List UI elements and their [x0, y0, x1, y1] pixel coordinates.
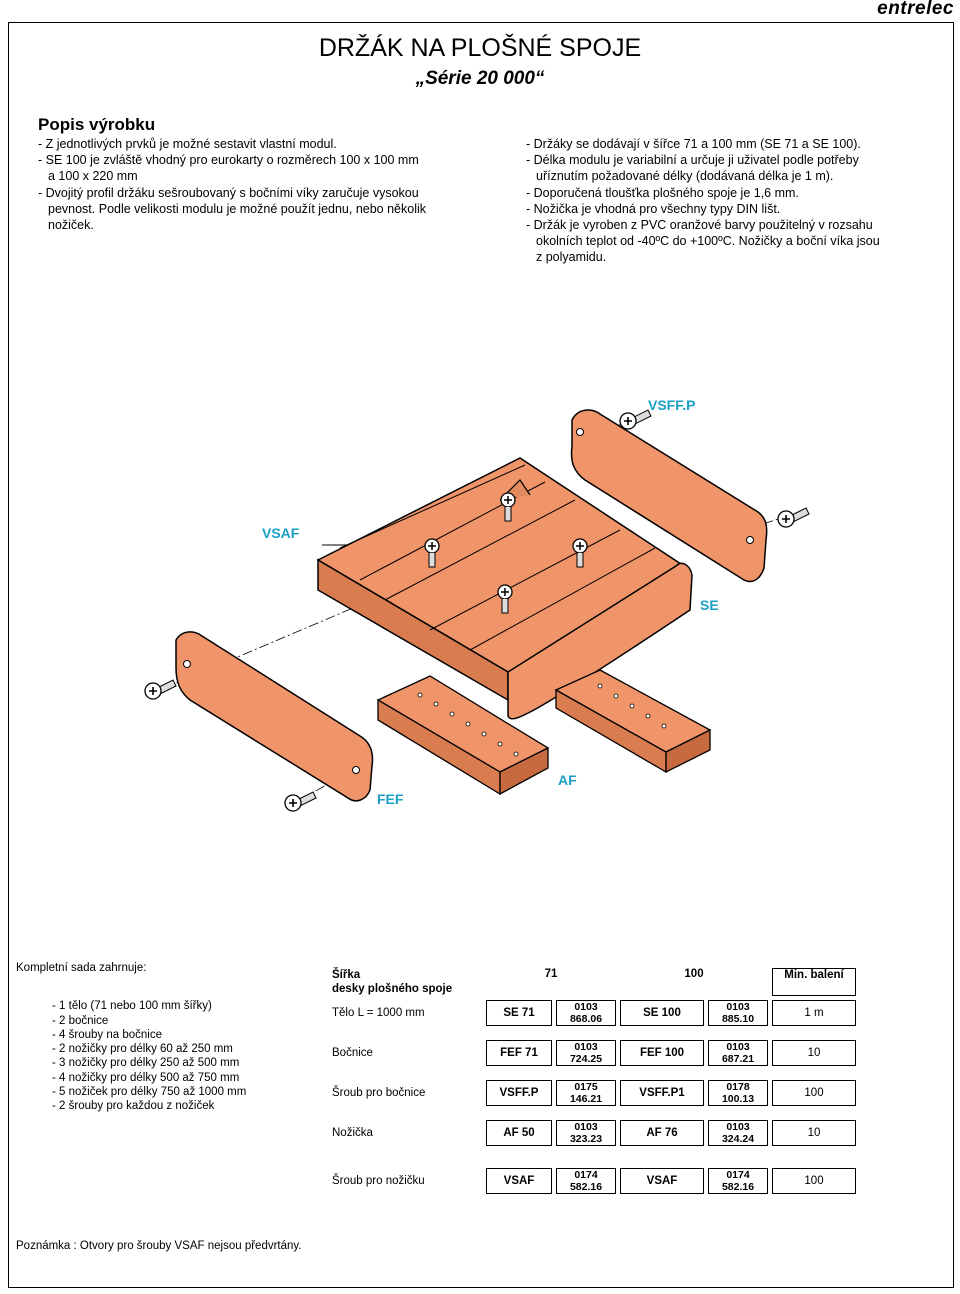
label-se: SE — [700, 597, 719, 613]
code-71: AF 50 — [486, 1120, 552, 1146]
order-number-100: 0103 885.10 — [708, 1000, 768, 1026]
end-plate-back — [570, 409, 768, 583]
desc-left-line: nožiček. — [48, 218, 94, 233]
table-row: Bočnice FEF 71 0103 724.25 FEF 100 0103 … — [332, 1040, 856, 1066]
label-vsffp: VSFF.P — [648, 397, 695, 413]
label-fef: FEF — [377, 791, 404, 807]
table-row: Nožička AF 50 0103 323.23 AF 76 0103 324… — [332, 1120, 856, 1146]
assembly-diagram: VSFF.P VSAF SE AF FEF — [144, 397, 810, 812]
min-pack: 10 — [772, 1120, 856, 1146]
screw-icon — [284, 791, 317, 812]
min-pack: 10 — [772, 1040, 856, 1066]
screw-icon — [619, 409, 652, 430]
code-100: VSAF — [620, 1168, 704, 1194]
order-number-71: 0174 582.16 — [556, 1168, 616, 1194]
kit-item: 5 nožiček pro délky 750 až 1000 mm — [52, 1085, 246, 1099]
end-plate-fef — [175, 631, 374, 802]
footnote: Poznámka : Otvory pro šrouby VSAF nejsou… — [16, 1240, 302, 1252]
order-number-100: 0174 582.16 — [708, 1168, 768, 1194]
code-71: VSAF — [486, 1168, 552, 1194]
order-number-100: 0103 324.24 — [708, 1120, 768, 1146]
code-71: SE 71 — [486, 1000, 552, 1026]
code-100: AF 76 — [620, 1120, 704, 1146]
code-71: VSFF.P — [486, 1080, 552, 1106]
desc-right-line: uříznutím požadované délky (dodávaná dél… — [536, 169, 834, 184]
foot-holes — [417, 683, 667, 757]
description-heading: Popis výrobku — [38, 115, 156, 134]
kit-item: 3 nožičky pro délky 250 až 500 mm — [52, 1056, 246, 1070]
kit-list: 1 tělo (71 nebo 100 mm šířky) 2 bočnice … — [52, 999, 246, 1113]
min-pack: 1 m — [772, 1000, 856, 1026]
kit-item: 1 tělo (71 nebo 100 mm šířky) — [52, 999, 246, 1013]
page-frame — [8, 22, 954, 1288]
kit-item: 2 bočnice — [52, 1014, 246, 1028]
header-100: 100 — [684, 968, 704, 980]
header-board: desky plošného spoje — [332, 983, 453, 995]
end-plate-se — [507, 562, 693, 720]
label-af: AF — [558, 772, 577, 788]
row-label: Tělo L = 1000 mm — [332, 1007, 425, 1019]
screw-icon — [144, 679, 177, 700]
desc-left-line: a 100 x 220 mm — [48, 169, 138, 184]
label-vsaf: VSAF — [262, 525, 300, 541]
kit-item: 2 šrouby pro každou z nožiček — [52, 1099, 246, 1113]
din-foot-right — [554, 669, 712, 774]
kit-item: 4 nožičky pro délky 500 až 750 mm — [52, 1071, 246, 1085]
brand-logo: entrelec — [877, 0, 954, 19]
description-left: - Z jednotlivých prvků je možné sestavit… — [38, 136, 426, 233]
desc-right-line: okolních teplot od -40ºC do +100ºC. Noži… — [536, 234, 880, 249]
row-label: Bočnice — [332, 1047, 373, 1059]
kit-item: 4 šrouby na bočnice — [52, 1028, 246, 1042]
header-width: Šířka — [332, 969, 361, 981]
row-label: Šroub pro nožičku — [332, 1175, 425, 1187]
kit-item: 2 nožičky pro délky 60 až 250 mm — [52, 1042, 246, 1056]
order-number-100: 0103 687.21 — [708, 1040, 768, 1066]
page-subtitle: „Série 20 000“ — [415, 68, 545, 89]
screw-icon — [777, 507, 810, 528]
header-71: 71 — [544, 968, 558, 980]
order-number-71: 0175 146.21 — [556, 1080, 616, 1106]
min-pack: 100 — [772, 1080, 856, 1106]
desc-right-line: - Doporučená tloušťka plošného spoje je … — [526, 185, 799, 200]
desc-right-line: - Nožička je vhodná pro všechny typy DIN… — [526, 201, 781, 216]
din-foot-left — [376, 675, 550, 796]
code-71: FEF 71 — [486, 1040, 552, 1066]
order-number-71: 0103 724.25 — [556, 1040, 616, 1066]
min-pack: 100 — [772, 1168, 856, 1194]
row-label: Šroub pro bočnice — [332, 1087, 426, 1099]
desc-right-line: z polyamidu. — [536, 250, 607, 265]
table-row: Tělo L = 1000 mm SE 71 0103 868.06 SE 10… — [332, 1000, 856, 1026]
order-number-100: 0178 100.13 — [708, 1080, 768, 1106]
desc-left-line: pevnost. Podle velikosti modulu je možné… — [48, 201, 427, 216]
table-header: Šířka desky plošného spoje 71 100 Min. b… — [332, 968, 856, 996]
page-title: DRŽÁK NA PLOŠNÉ SPOJE — [318, 34, 642, 62]
row-label: Nožička — [332, 1127, 373, 1139]
table-row: Šroub pro bočnice VSFF.P 0175 146.21 VSF… — [332, 1080, 856, 1106]
description-right: - Držáky se dodávají v šířce 71 a 100 mm… — [526, 136, 880, 266]
code-100: SE 100 — [620, 1000, 704, 1026]
desc-right-line: - Délka modulu je variabilní a určuje ji… — [526, 153, 859, 168]
table-row: Šroub pro nožičku VSAF 0174 582.16 VSAF … — [332, 1168, 856, 1194]
kit-heading: Kompletní sada zahrnuje: — [16, 962, 147, 974]
desc-right-line: - Držáky se dodávají v šířce 71 a 100 mm… — [526, 137, 861, 151]
ordering-table: Šířka desky plošného spoje 71 100 Min. b… — [328, 964, 860, 1198]
header-label: Šířka desky plošného spoje — [332, 968, 482, 996]
code-100: VSFF.P1 — [620, 1080, 704, 1106]
desc-right-line: - Držák je vyroben z PVC oranžové barvy … — [526, 218, 873, 233]
header-min: Min. balení — [772, 968, 856, 996]
desc-left-line: - Dvojitý profil držáku sešroubovaný s b… — [38, 185, 419, 200]
desc-left-line: - Z jednotlivých prvků je možné sestavit… — [38, 137, 337, 151]
code-100: FEF 100 — [620, 1040, 704, 1066]
desc-left-line: - SE 100 je zvláště vhodný pro eurokarty… — [38, 153, 419, 168]
kit-contents: Kompletní sada zahrnuje: 1 tělo (71 nebo… — [16, 961, 246, 1114]
order-number-71: 0103 323.23 — [556, 1120, 616, 1146]
order-number-71: 0103 868.06 — [556, 1000, 616, 1026]
